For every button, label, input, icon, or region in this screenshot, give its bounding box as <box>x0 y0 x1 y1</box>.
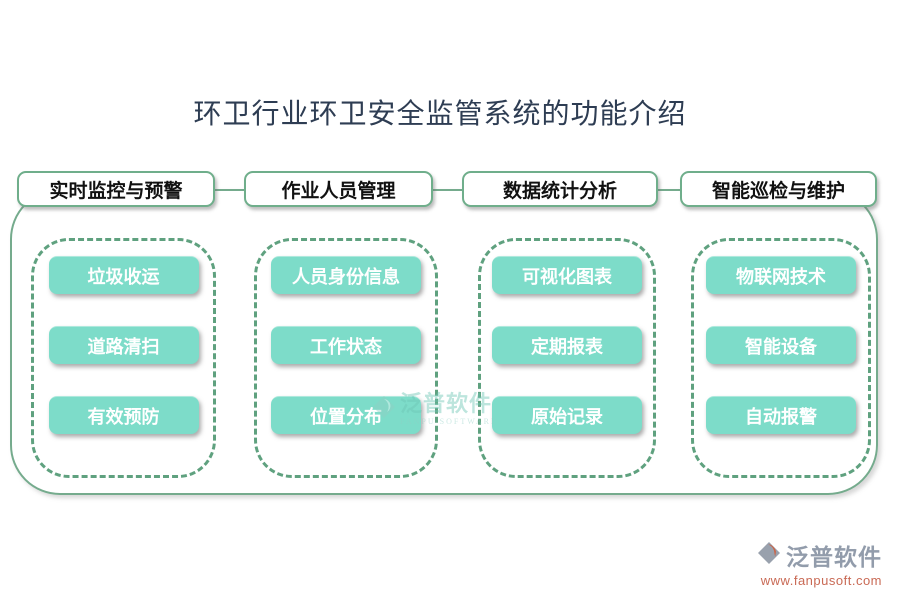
brand-name: 泛普软件 <box>786 545 882 570</box>
feature-pill: 物联网技术 <box>706 256 856 294</box>
feature-pill: 垃圾收运 <box>48 256 199 294</box>
feature-pill: 定期报表 <box>492 326 642 364</box>
tab-label: 智能巡检与维护 <box>711 180 845 202</box>
brand-url-link[interactable]: www.fanpusoft.com <box>760 573 882 588</box>
feature-pill: 原始记录 <box>492 396 642 434</box>
tab-label: 实时监控与预警 <box>49 180 183 202</box>
group-personnel-management: 人员身份信息 工作状态 位置分布 <box>254 238 438 478</box>
feature-pill: 有效预防 <box>48 396 199 434</box>
feature-pill: 工作状态 <box>271 326 421 364</box>
tab-realtime-monitoring: 实时监控与预警 <box>17 171 215 207</box>
tab-inspection-maintenance: 智能巡检与维护 <box>680 171 877 207</box>
brand-footer: 泛普软件 www.fanpusoft.com <box>756 538 882 588</box>
feature-pill: 道路清扫 <box>48 326 199 364</box>
feature-pill: 自动报警 <box>706 396 856 434</box>
page-title: 环卫行业环卫安全监管系统的功能介绍 <box>193 99 687 130</box>
feature-pill: 位置分布 <box>271 396 421 434</box>
tab-data-statistics: 数据统计分析 <box>462 171 658 207</box>
outer-frame <box>10 189 878 495</box>
group-realtime-monitoring: 垃圾收运 道路清扫 有效预防 <box>31 238 216 478</box>
feature-pill: 人员身份信息 <box>271 256 421 294</box>
group-data-statistics: 可视化图表 定期报表 原始记录 <box>478 238 656 478</box>
tab-personnel-management: 作业人员管理 <box>244 171 433 207</box>
brand-logo-icon <box>756 540 782 571</box>
feature-pill: 智能设备 <box>706 326 856 364</box>
tab-label: 数据统计分析 <box>502 180 617 202</box>
feature-pill: 可视化图表 <box>492 256 642 294</box>
tab-label: 作业人员管理 <box>281 180 396 202</box>
group-inspection-maintenance: 物联网技术 智能设备 自动报警 <box>691 238 871 478</box>
